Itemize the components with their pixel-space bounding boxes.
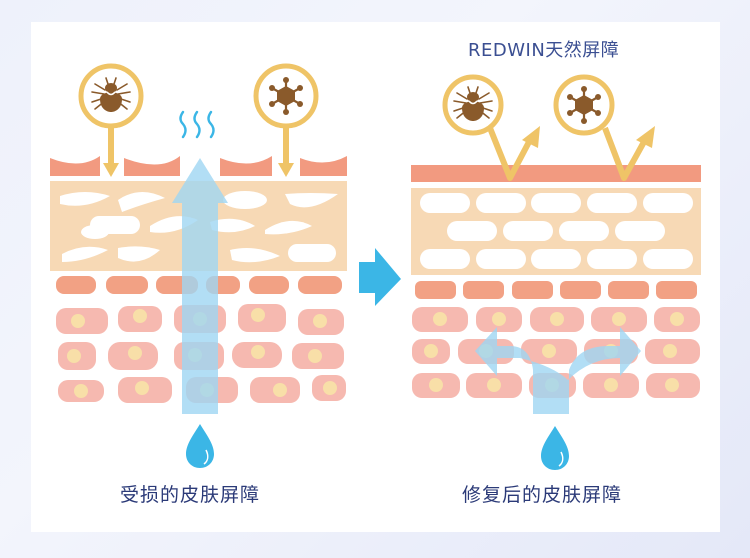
moisture-escape-arrow [172, 158, 228, 414]
damaged-barrier-panel [50, 63, 347, 469]
damaged-caption: 受损的皮肤屏障 [120, 484, 261, 506]
lipid-cells-disordered [60, 191, 338, 263]
moisture-retained-arrow [475, 327, 641, 414]
granular-row [415, 281, 697, 299]
outer-layer-intact [411, 165, 701, 182]
virus-deflect-pin [553, 74, 655, 181]
repaired-barrier-panel [411, 74, 701, 471]
granular-row [56, 276, 342, 294]
mite-threat-pin [78, 63, 144, 177]
virus-threat-pin [253, 63, 319, 177]
brand-title: REDWIN天然屏障 [468, 40, 620, 61]
outer-layer-broken [50, 156, 347, 176]
water-drop-icon [185, 423, 215, 469]
lipid-cells-ordered [420, 193, 693, 269]
mite-deflect-pin [442, 74, 540, 181]
evaporation-icon [179, 110, 215, 139]
repaired-caption: 修复后的皮肤屏障 [462, 484, 623, 506]
water-drop-icon [540, 425, 570, 471]
transition-arrow-icon [359, 248, 401, 306]
